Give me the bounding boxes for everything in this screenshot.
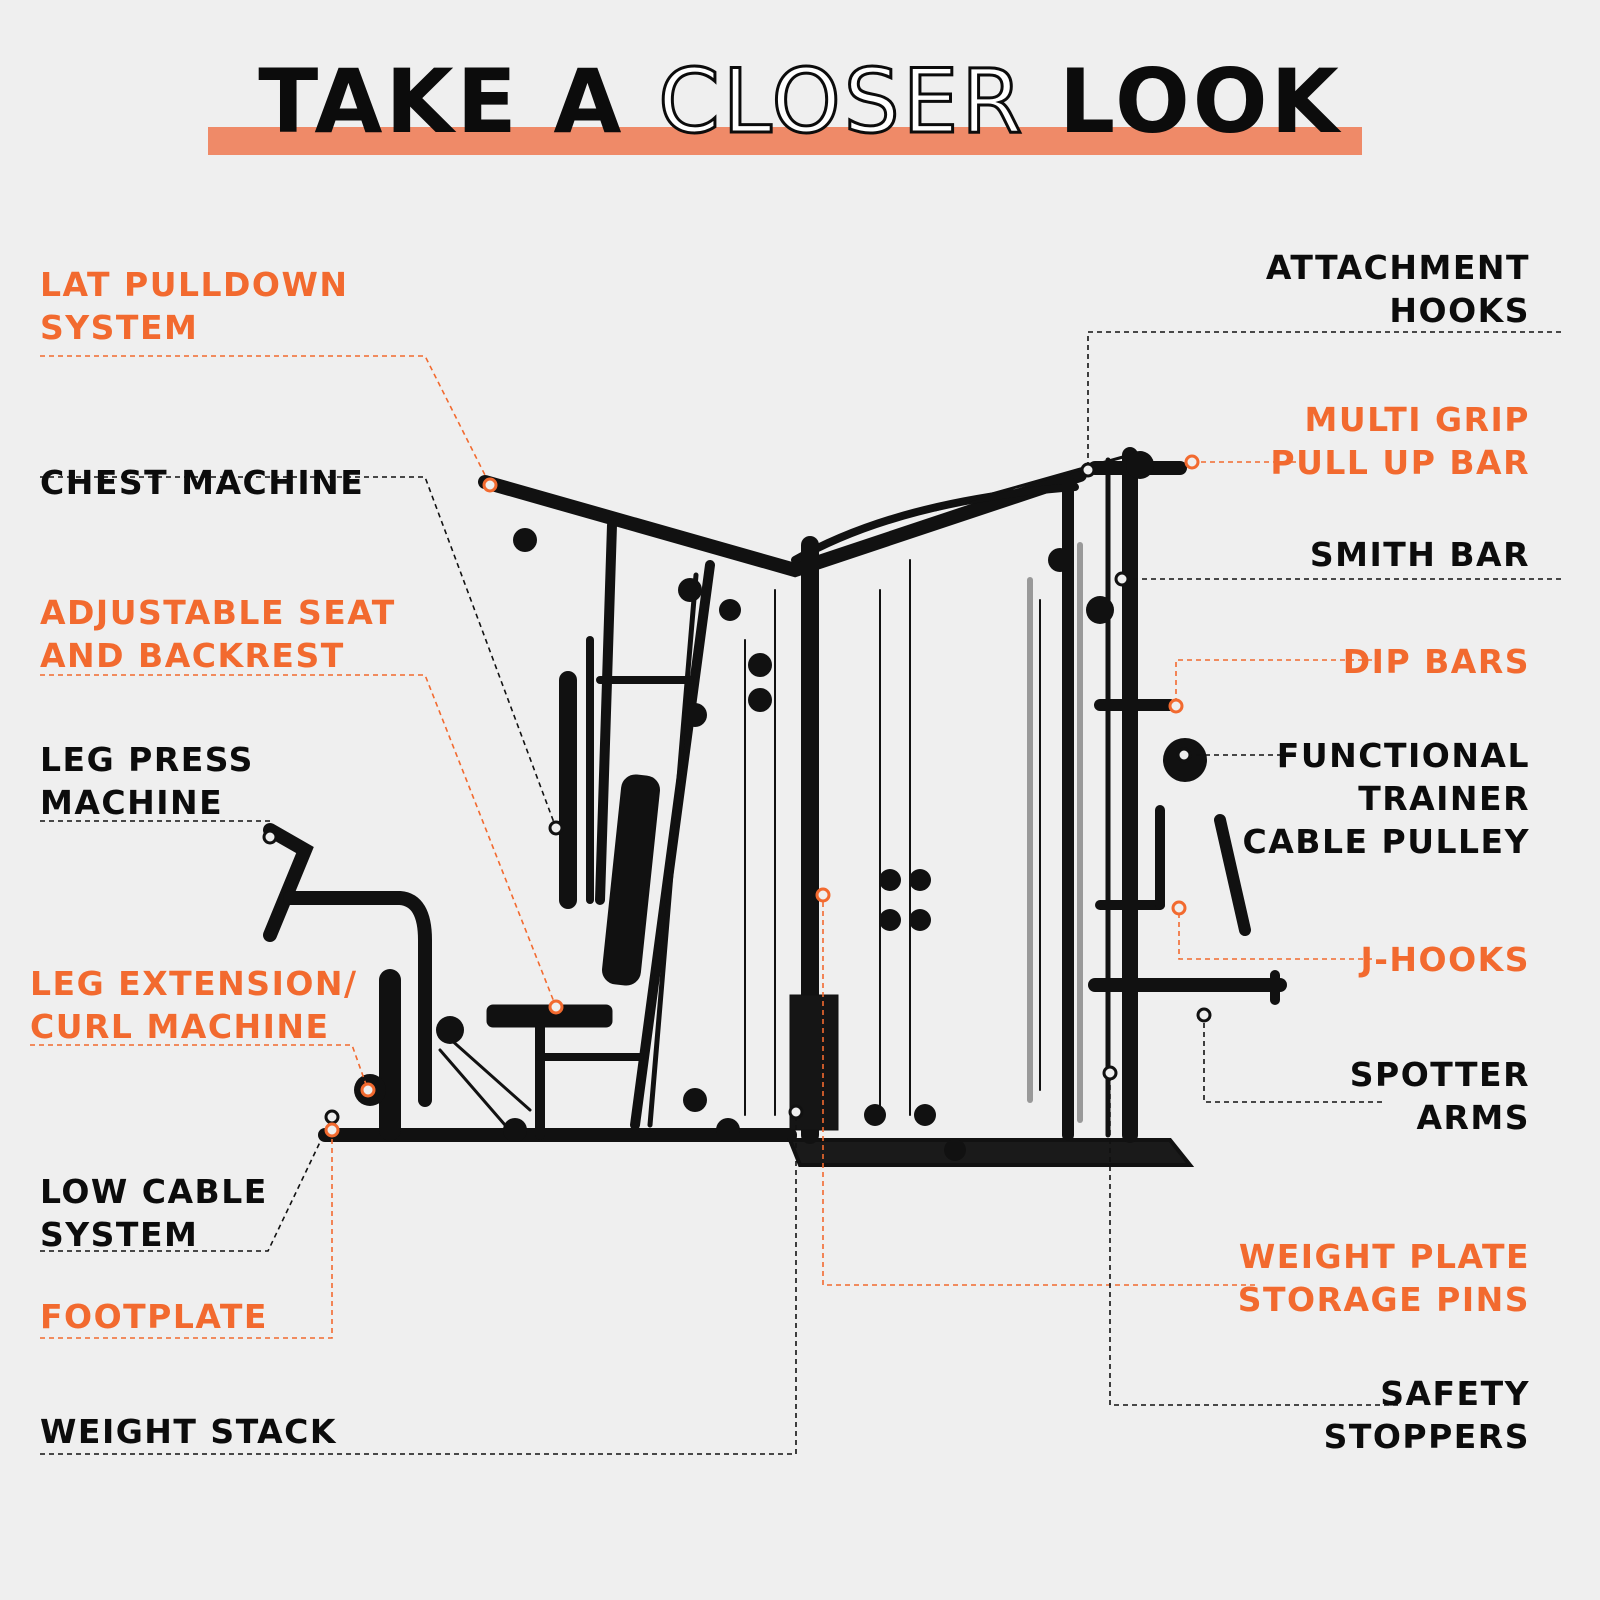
page-title: TAKE A CLOSER LOOK — [0, 50, 1600, 153]
label-safety-stoppers: SAFETY STOPPERS — [1323, 1374, 1530, 1456]
leader-chest-machine — [40, 476, 557, 829]
label-functional-trainer-cable-pulley: FUNCTIONAL TRAINER CABLE PULLEY — [1242, 736, 1530, 861]
label-adjustable-seat: ADJUSTABLE SEAT AND BACKREST — [40, 593, 396, 675]
title-part-3: LOOK — [1059, 50, 1342, 153]
label-lat-pulldown-system: LAT PULLDOWN SYSTEM — [40, 265, 349, 347]
label-weight-stack: WEIGHT STACK — [40, 1412, 337, 1451]
leader-low-cable — [40, 1116, 333, 1252]
label-dip-bars: DIP BARS — [1342, 642, 1530, 681]
leader-safety-stoppers — [1109, 1073, 1398, 1406]
label-spotter-arms: SPOTTER ARMS — [1349, 1055, 1530, 1137]
leader-j-hooks — [1178, 908, 1372, 960]
label-low-cable-system: LOW CABLE SYSTEM — [40, 1172, 268, 1254]
title-highlight-bar — [208, 127, 1362, 155]
label-smith-bar: SMITH BAR — [1309, 535, 1530, 574]
leader-leg-extension — [30, 1044, 369, 1091]
leader-weight-plate-pins — [822, 895, 1255, 1286]
leader-weight-stack — [40, 1112, 797, 1455]
leader-dip-bars — [1175, 659, 1372, 706]
label-chest-machine: CHEST MACHINE — [40, 463, 365, 502]
title-part-2-outlined: CLOSER — [657, 50, 1026, 153]
label-j-hooks: J-HOOKS — [1360, 940, 1530, 979]
leader-lat-pulldown — [40, 355, 491, 486]
label-footplate: FOOTPLATE — [40, 1297, 268, 1336]
leader-adjustable-seat — [40, 674, 557, 1008]
label-multi-grip-pull-up-bar: MULTI GRIP PULL UP BAR — [1270, 400, 1530, 482]
label-attachment-hooks: ATTACHMENT HOOKS — [1265, 248, 1530, 330]
leader-leg-press — [40, 820, 271, 837]
label-leg-press-machine: LEG PRESS MACHINE — [40, 740, 254, 822]
leader-footplate — [40, 1130, 333, 1339]
title-part-1: TAKE A — [258, 50, 625, 153]
label-leg-extension: LEG EXTENSION/ CURL MACHINE — [30, 964, 358, 1046]
label-weight-plate-storage-pins: WEIGHT PLATE STORAGE PINS — [1237, 1237, 1530, 1319]
leader-attachment-hooks — [1087, 331, 1561, 470]
leader-spotter-arms — [1203, 1015, 1382, 1103]
